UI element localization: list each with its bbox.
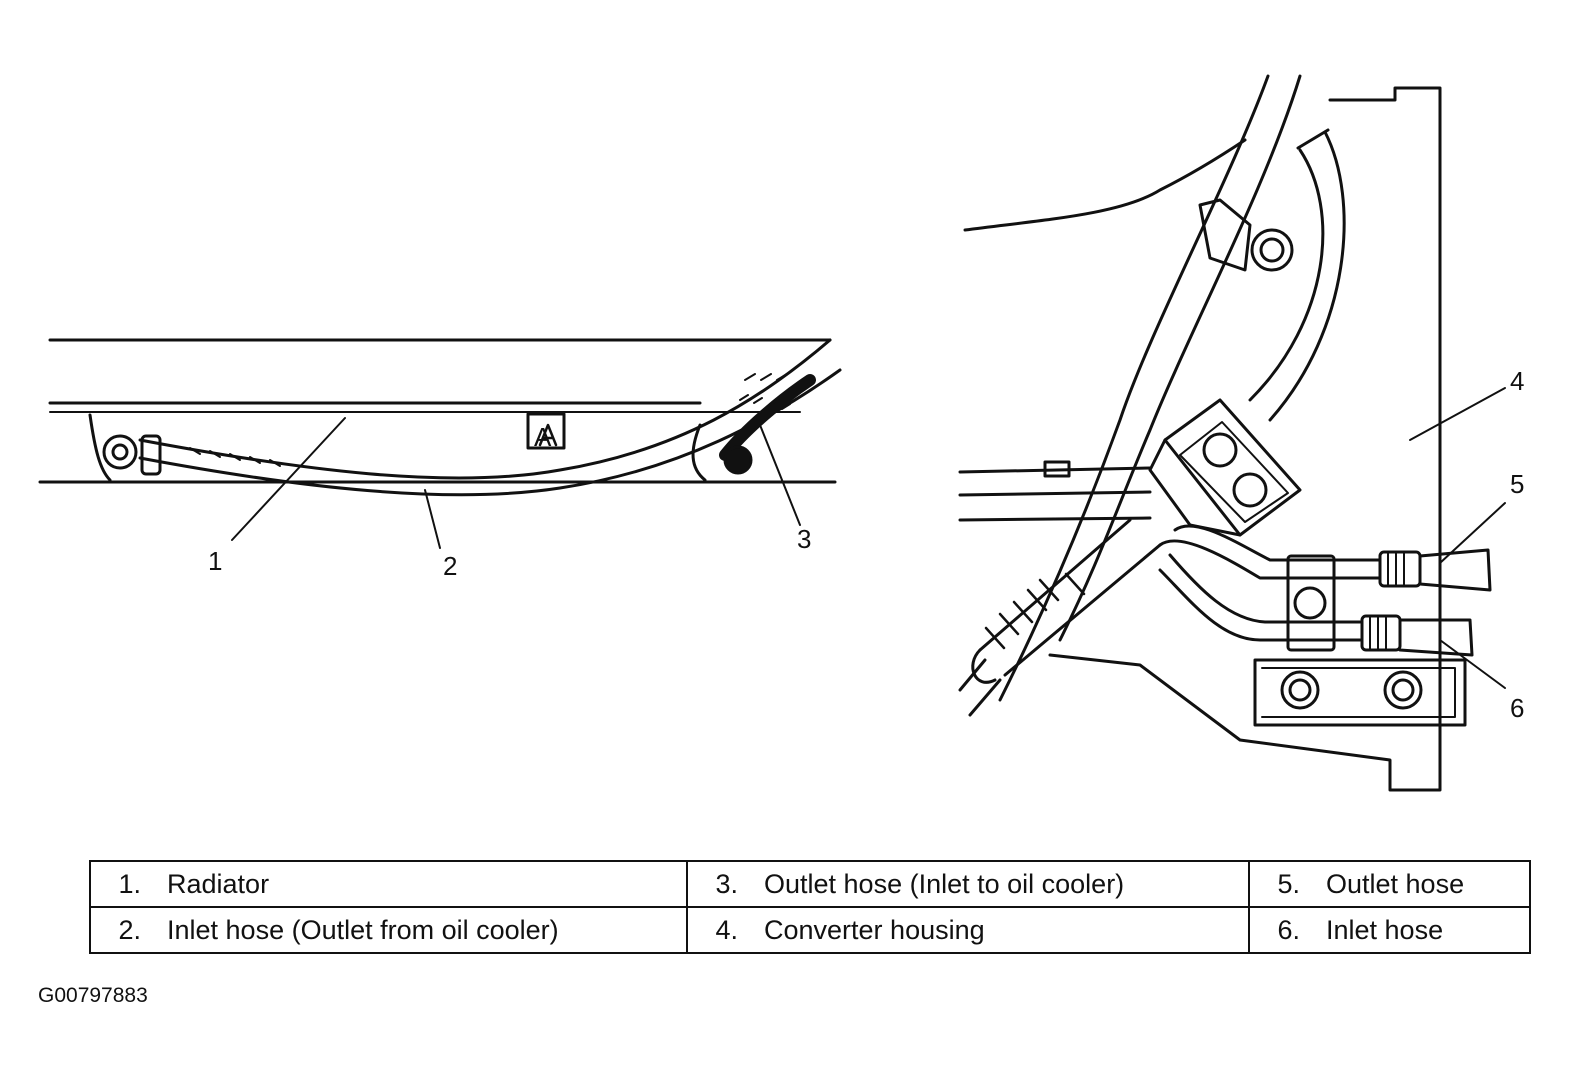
callout-6: 6 [1510, 693, 1524, 723]
callout-3: 3 [797, 524, 811, 554]
legend-cell: 2. Inlet hose (Outlet from oil cooler) [89, 906, 688, 954]
outlet-hose-3 [719, 373, 816, 475]
leader-lines-left [231, 417, 801, 549]
cooler-lines-upper [998, 74, 1346, 702]
converter-housing-4 [963, 86, 1442, 792]
legend-number: 2. [118, 914, 141, 945]
radiator-tab-label: A [534, 422, 552, 452]
legend-text: Inlet hose (Outlet from oil cooler) [167, 914, 559, 945]
bracket-upper [1148, 398, 1302, 537]
callout-1: 1 [208, 546, 222, 576]
legend-text: Radiator [167, 868, 270, 899]
flex-hose-corrugated [958, 518, 1162, 717]
callout-4: 4 [1510, 366, 1524, 396]
legend-table: 1. Radiator 3. Outlet hose (Inlet to oil c… [89, 860, 1531, 954]
diagram-canvas: A 1 2 3 [38, 74, 1524, 792]
legend-cell: 6. Inlet hose [1248, 906, 1531, 954]
legend-text: Outlet hose [1326, 868, 1465, 899]
mounting-plate [1253, 658, 1467, 727]
legend-row: 1. Radiator 3. Outlet hose (Inlet to oil c… [89, 860, 1531, 908]
legend-cell: 5. Outlet hose [1248, 860, 1531, 908]
radiator-view [38, 338, 837, 484]
legend-number: 4. [715, 914, 738, 945]
legend-cell: 1. Radiator [89, 860, 688, 908]
figure-id: G00797883 [38, 984, 148, 1007]
legend-number: 3. [715, 868, 738, 899]
legend-number: 5. [1277, 868, 1300, 899]
fitting-6 [1360, 614, 1474, 657]
cooler-lines-lower [1158, 524, 1382, 642]
legend-number: 1. [118, 868, 141, 899]
legend-text: Converter housing [764, 914, 985, 945]
legend-row: 2. Inlet hose (Outlet from oil cooler) 4.… [89, 906, 1531, 954]
legend-text: Outlet hose (Inlet to oil cooler) [764, 868, 1125, 899]
legend-cell: 4. Converter housing [686, 906, 1250, 954]
transmission-lines-left [958, 460, 1152, 522]
clamp-lower [1286, 554, 1336, 652]
legend-cell: 3. Outlet hose (Inlet to oil cooler) [686, 860, 1250, 908]
legend-number: 6. [1277, 914, 1300, 945]
fitting-5 [1378, 548, 1492, 592]
callout-2: 2 [443, 551, 457, 581]
callout-5: 5 [1510, 469, 1524, 499]
leader-lines-right [1409, 387, 1506, 689]
legend-text: Inlet hose [1326, 914, 1444, 945]
radiator-fitting-left [102, 434, 162, 476]
